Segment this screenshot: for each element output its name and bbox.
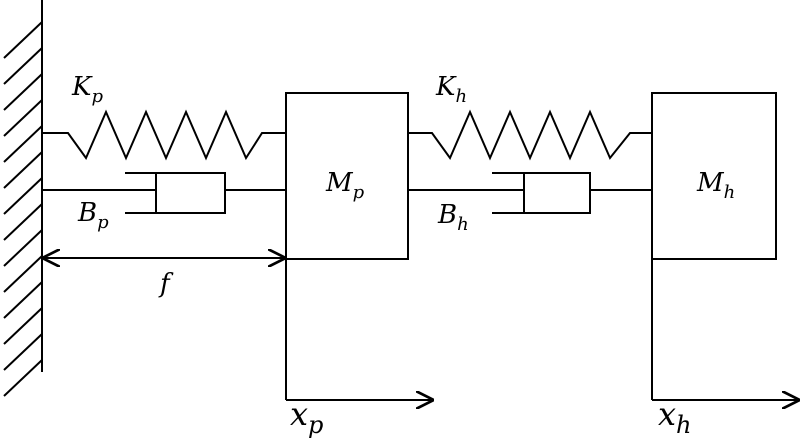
hatch-line bbox=[3, 47, 43, 85]
label-bh: Bh bbox=[437, 200, 469, 235]
hatch-line bbox=[3, 99, 43, 137]
displacement-xp-axis bbox=[285, 259, 432, 400]
displacement-xh-axis bbox=[651, 259, 798, 400]
hatch-line bbox=[3, 73, 43, 111]
hatch-line bbox=[3, 333, 43, 371]
label-f: f bbox=[158, 269, 174, 299]
damper-bh bbox=[408, 172, 652, 214]
hatch-line bbox=[3, 307, 43, 345]
label-xh: xh bbox=[658, 395, 692, 438]
hatch-line bbox=[3, 21, 43, 59]
label-kh: Kh bbox=[435, 72, 467, 107]
hatch-line bbox=[3, 359, 43, 397]
label-mh: Mh bbox=[696, 168, 735, 203]
label-kp: Kp bbox=[71, 72, 103, 107]
fixed-wall bbox=[3, 0, 43, 397]
hatch-line bbox=[3, 229, 43, 267]
mass-mp bbox=[285, 92, 409, 260]
label-bp: Bp bbox=[77, 198, 109, 233]
spring-kh bbox=[408, 109, 652, 161]
mass-mh bbox=[651, 92, 777, 260]
hatch-line bbox=[3, 151, 43, 189]
damper-bp bbox=[42, 172, 286, 214]
hatch-line bbox=[3, 125, 43, 163]
wall-hatching bbox=[3, 21, 43, 397]
spring-kp bbox=[42, 109, 286, 161]
hatch-line bbox=[3, 255, 43, 293]
hatch-line bbox=[3, 281, 43, 319]
hatch-line bbox=[3, 177, 43, 215]
label-xp: xp bbox=[290, 395, 323, 438]
label-mp: Mp bbox=[325, 168, 365, 203]
hatch-line bbox=[3, 203, 43, 241]
